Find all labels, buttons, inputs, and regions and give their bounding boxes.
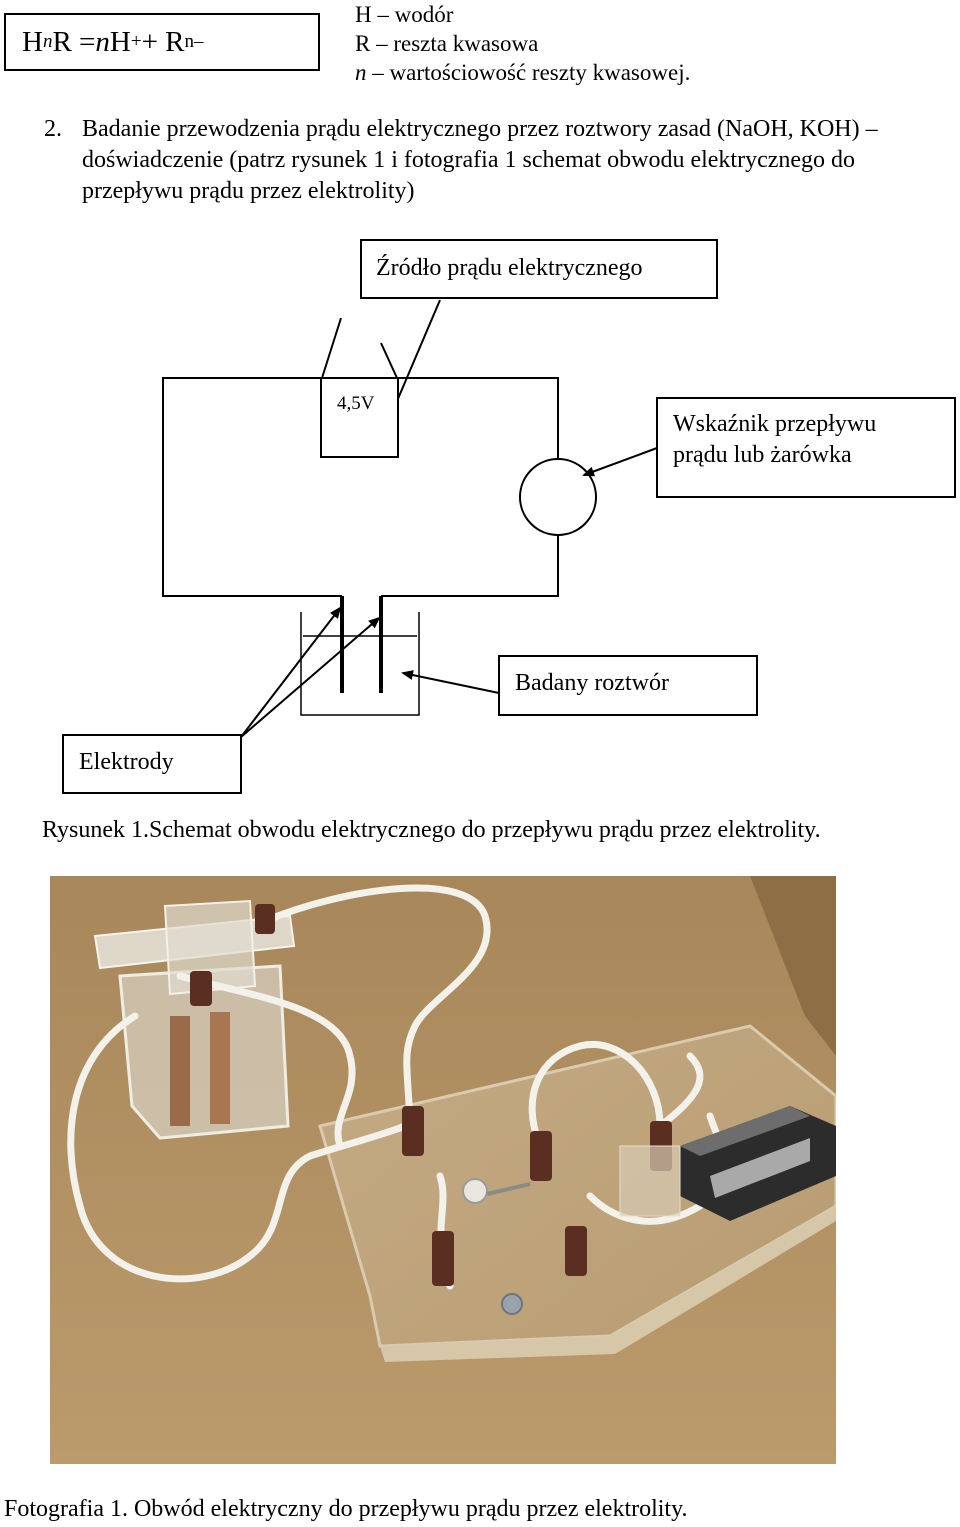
acrylic-base-edge bbox=[380, 1206, 836, 1362]
formula-r-charge: n– bbox=[184, 31, 204, 52]
formula-r: + R bbox=[141, 25, 185, 58]
electrode-arrow-left bbox=[240, 606, 342, 738]
indicator-label-box bbox=[656, 397, 956, 498]
legend-valence-var: n bbox=[355, 60, 367, 85]
solution-label: Badany roztwór bbox=[515, 670, 669, 696]
indicator-label-line2: prądu lub żarówka bbox=[673, 442, 852, 468]
legend-valence: n – wartościowość reszty kwasowej. bbox=[355, 58, 690, 87]
solution-label-box bbox=[498, 655, 758, 716]
solution-arrow bbox=[401, 670, 500, 694]
battery-top bbox=[680, 1106, 810, 1156]
legend-acid-residue: R – reszta kwasowa bbox=[355, 31, 539, 56]
bulb-lead bbox=[486, 1182, 531, 1196]
paragraph-text: Badanie przewodzenia prądu elektrycznego… bbox=[82, 116, 878, 204]
indicator-label-line1: Wskaźnik przepływu bbox=[673, 411, 876, 437]
legend-hydrogen: H – wodór bbox=[355, 2, 454, 27]
electrode-arrow-right bbox=[240, 616, 381, 738]
circuit-wire-right bbox=[381, 534, 559, 597]
formula-h2: H bbox=[109, 25, 131, 58]
indicator-arrow bbox=[582, 447, 658, 477]
formula-coef-n: n bbox=[95, 25, 110, 58]
experiment-photo bbox=[50, 876, 836, 1464]
switch bbox=[501, 1293, 523, 1315]
formula-h: H bbox=[22, 25, 43, 58]
battery-label bbox=[710, 1138, 810, 1198]
electrode-plate bbox=[170, 1016, 190, 1126]
voltage-label: 4,5V bbox=[337, 393, 375, 414]
formula-plus-charge: + bbox=[130, 31, 142, 52]
battery-holder bbox=[619, 1145, 681, 1217]
photo-caption: Fotografia 1. Obwód elektryczny do przep… bbox=[4, 1496, 688, 1522]
formula-mid: R = bbox=[52, 25, 96, 58]
source-label: Źródło prądu elektrycznego bbox=[376, 255, 643, 281]
bulb-indicator bbox=[519, 458, 597, 536]
electrodes-label-box bbox=[62, 734, 242, 794]
figure-caption: Rysunek 1.Schemat obwodu elektrycznego d… bbox=[42, 817, 821, 843]
battery-box bbox=[320, 377, 399, 458]
circuit-wire-top bbox=[397, 377, 559, 460]
source-label-box bbox=[360, 239, 718, 299]
battery-terminal-line bbox=[321, 317, 342, 379]
electrodes-label: Elektrody bbox=[79, 749, 174, 775]
bulb bbox=[462, 1178, 488, 1204]
paragraph-number: 2. bbox=[44, 116, 62, 142]
legend-valence-text: – wartościowość reszty kwasowej. bbox=[366, 60, 691, 85]
circuit-wire-left bbox=[162, 377, 342, 597]
circuit-diagram: Źródło prądu elektrycznego 4,5V Wskaźnik… bbox=[62, 239, 956, 794]
chair-shadow bbox=[750, 876, 836, 1056]
formula-sub-n: n bbox=[42, 31, 53, 52]
electrode-holder bbox=[163, 899, 257, 996]
battery-terminal-line bbox=[380, 342, 398, 379]
electrode-plate bbox=[210, 1012, 230, 1124]
beaker bbox=[300, 612, 420, 716]
